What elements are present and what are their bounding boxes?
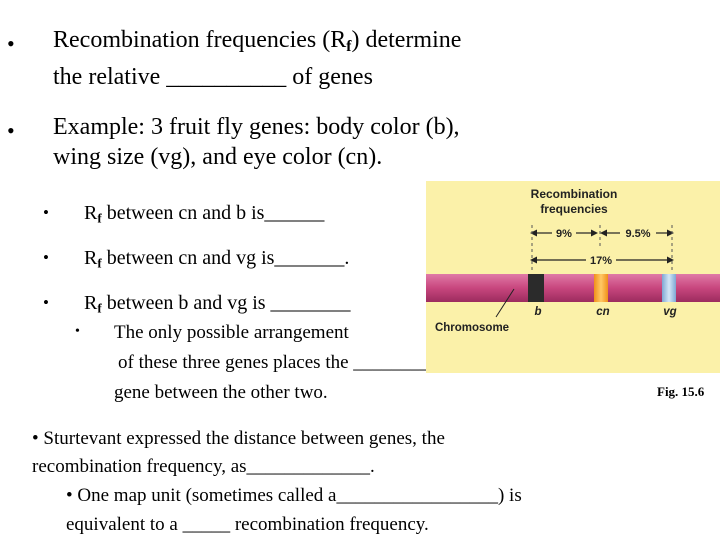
gene-band-b xyxy=(528,274,544,302)
chromosome-label: Chromosome xyxy=(435,322,509,334)
gene-label-b: b xyxy=(534,306,541,318)
text: of these three genes places the ________… xyxy=(118,352,458,373)
percent-label: 9% xyxy=(556,228,572,240)
text: wing size (vg), and eye color (cn). xyxy=(53,144,383,170)
text: between b and vg is ________ xyxy=(101,292,351,314)
text: R xyxy=(84,292,98,314)
text: Example: 3 fruit fly genes: body color (… xyxy=(53,114,460,140)
chromosome-diagram: Recombination frequencies 9% 9.5% 17% xyxy=(426,187,720,334)
text: between cn and vg is_______. xyxy=(101,247,350,269)
paragraph-sturtevant-line1: • Sturtevant expressed the distance betw… xyxy=(32,428,445,449)
sub-bullet-b-vg: Rf between b and vg is ________ xyxy=(84,290,351,321)
bullet-recombination-frequencies: Recombination frequencies (Rf) determine… xyxy=(53,25,461,92)
paragraph-map-unit-line2: equivalent to a _____ recombination freq… xyxy=(66,514,429,535)
text: Recombination frequencies (R xyxy=(53,27,347,53)
paragraph-map-unit-line1: • One map unit (sometimes called a______… xyxy=(66,485,522,506)
bullet-marker: • xyxy=(43,293,49,312)
sub-bullet-cn-b: Rf between cn and b is______ xyxy=(84,200,324,231)
distance-arrow-9: 9% xyxy=(530,228,598,240)
bullet-marker: • xyxy=(7,31,15,56)
gene-band-cn xyxy=(594,274,608,302)
text: the relative __________ of genes xyxy=(53,63,373,90)
gene-label-cn: cn xyxy=(596,306,609,318)
bullet-marker: • xyxy=(43,203,49,222)
figure-title-line1: Recombination xyxy=(531,187,618,201)
percent-label: 9.5% xyxy=(625,228,650,240)
distance-arrow-17: 17% xyxy=(530,255,674,267)
chromosome-pointer xyxy=(495,288,515,318)
text: R xyxy=(84,202,98,224)
text: ) determine xyxy=(351,27,462,53)
subscript-f: f xyxy=(97,255,102,271)
bullet-marker: • xyxy=(43,248,49,267)
text: between cn and b is______ xyxy=(101,202,325,224)
bullet-marker: • xyxy=(75,324,80,339)
paragraph-sturtevant-line2: recombination frequency, as_____________… xyxy=(32,456,375,477)
distance-arrow-9-5: 9.5% xyxy=(600,228,674,240)
text: R xyxy=(84,247,98,269)
sub-sub-bullet-arrangement: The only possible arrangement xyxy=(114,322,349,343)
subscript-f: f xyxy=(97,300,102,316)
gene-label-vg: vg xyxy=(663,306,676,318)
subscript-f: f xyxy=(97,210,102,226)
figure-title-line2: frequencies xyxy=(540,202,608,216)
gene-band-vg xyxy=(662,274,676,302)
subscript-f: f xyxy=(346,37,352,55)
bullet-example-genes: Example: 3 fruit fly genes: body color (… xyxy=(53,112,460,172)
gene-guides xyxy=(531,225,673,273)
percent-label: 17% xyxy=(590,255,612,267)
text: gene between the other two. xyxy=(114,382,328,403)
recombination-figure: Recombination frequencies 9% 9.5% 17% xyxy=(426,181,720,373)
bullet-marker: • xyxy=(7,118,15,143)
sub-bullet-cn-vg: Rf between cn and vg is_______. xyxy=(84,245,349,276)
figure-caption: Fig. 15.6 xyxy=(657,384,705,399)
